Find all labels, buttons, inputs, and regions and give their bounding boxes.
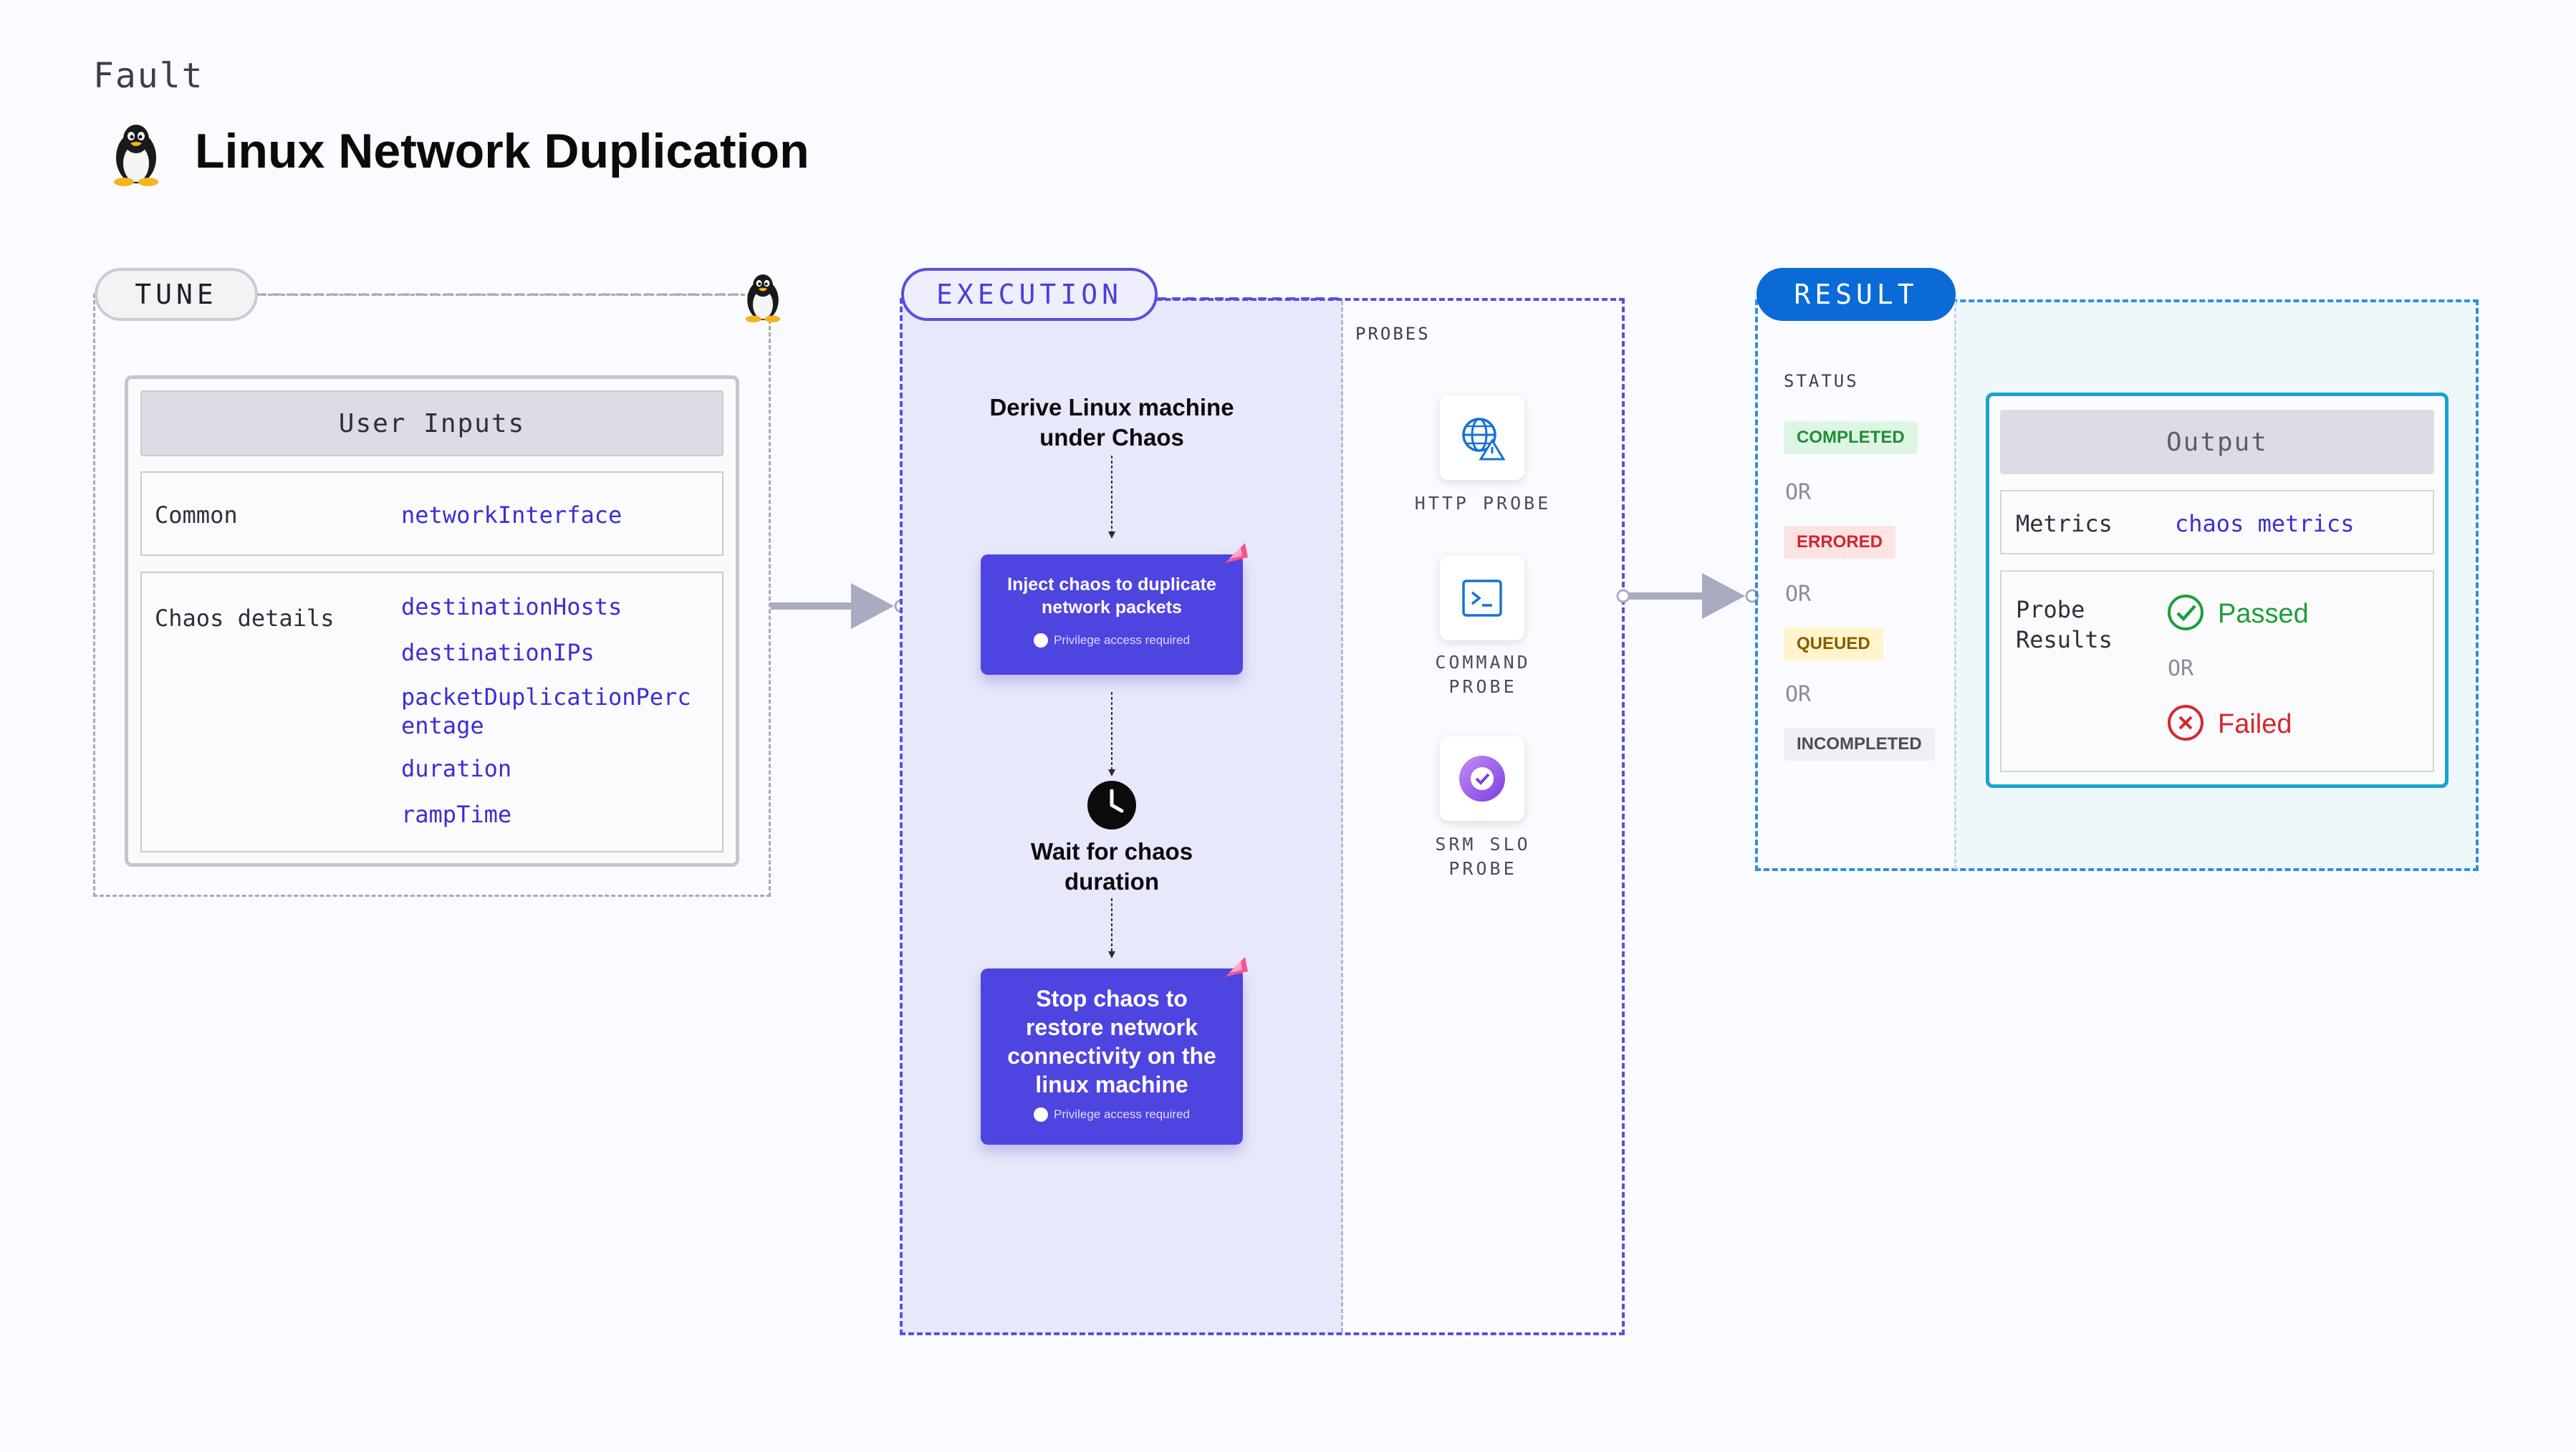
http-probe-label: HTTP PROBE <box>1390 491 1576 516</box>
linux-penguin-icon <box>104 120 168 188</box>
srm-slo-probe-label-line-2: PROBE <box>1448 858 1517 879</box>
globe-warning-icon <box>1440 395 1524 480</box>
status-errored-badge: ERRORED <box>1784 526 1896 559</box>
stop-chaos-card-line-2: restore network <box>1025 1014 1198 1040</box>
param-destination-ips: destinationIPs <box>401 639 595 666</box>
lock-icon <box>1034 1107 1049 1122</box>
fault-label: Fault <box>93 56 204 96</box>
inject-chaos-card-line-2: network packets <box>1042 597 1182 617</box>
probe-results-label-line-2: Results <box>2016 626 2113 653</box>
slo-check-icon <box>1440 736 1524 821</box>
status-label: STATUS <box>1784 371 1859 391</box>
command-probe-label-line-1: COMMAND <box>1435 652 1531 673</box>
or-label: OR <box>1785 682 1812 707</box>
tune-pill: TUNE <box>95 268 258 321</box>
stop-chaos-card-line-4: linux machine <box>1035 1072 1188 1097</box>
probes-label: PROBES <box>1355 324 1431 344</box>
execution-pill: EXECUTION <box>901 268 1158 321</box>
step-derive-machine: Derive Linux machine under Chaos <box>969 393 1255 453</box>
status-queued-badge: QUEUED <box>1784 628 1883 660</box>
output-header: Output <box>2000 410 2434 474</box>
chaos-details-label: Chaos details <box>155 605 335 632</box>
param-packet-duplication-percentage: packetDuplicationPerc <box>401 683 691 711</box>
arrow-execution-to-result <box>1616 573 1759 619</box>
chaos-badge-icon <box>1225 543 1248 563</box>
privilege-text: Privilege access required <box>1054 633 1190 647</box>
chaos-badge-icon <box>1225 957 1248 977</box>
http-probe-label-line-1: HTTP PROBE <box>1414 493 1552 514</box>
result-pill: RESULT <box>1756 268 1956 321</box>
probe-results-row: Probe Results Passed OR Failed <box>2000 570 2434 772</box>
status-completed-badge: COMPLETED <box>1784 421 1918 454</box>
result-section <box>1755 299 2479 871</box>
step-wait-chaos-line-1: Wait for chaos <box>1030 838 1193 865</box>
flow-connector <box>1108 456 1115 539</box>
step-wait-chaos: Wait for chaos duration <box>983 837 1241 897</box>
command-probe-label-line-2: PROBE <box>1448 676 1517 697</box>
inject-chaos-card: Inject chaos to duplicate network packet… <box>981 554 1243 675</box>
probe-results-label: Probe Results <box>2016 595 2113 655</box>
result-divider <box>1954 301 1956 870</box>
chaos-details-row: Chaos details destinationHosts destinati… <box>140 572 724 852</box>
linux-penguin-icon <box>738 265 788 330</box>
execution-pill-connector <box>1158 297 1344 300</box>
stop-chaos-card-line-3: connectivity on the <box>1007 1043 1216 1069</box>
or-label: OR <box>1785 480 1812 505</box>
command-probe-label: COMMAND PROBE <box>1390 650 1576 699</box>
param-ramp-time: rampTime <box>401 801 512 828</box>
srm-slo-probe-label-line-1: SRM SLO <box>1435 834 1531 855</box>
page-title: Linux Network Duplication <box>195 124 809 178</box>
privilege-text: Privilege access required <box>1054 1107 1190 1121</box>
status-incompleted-badge: INCOMPLETED <box>1784 728 1935 761</box>
param-duration: duration <box>401 755 512 782</box>
x-circle-icon <box>2168 705 2203 741</box>
privilege-note: Privilege access required <box>981 633 1243 648</box>
probe-results-label-line-1: Probe <box>2016 596 2085 623</box>
passed-label: Passed <box>2218 599 2309 629</box>
execution-divider <box>1341 301 1343 1332</box>
stop-chaos-card: Stop chaos to restore network connectivi… <box>981 968 1243 1145</box>
step-wait-chaos-line-2: duration <box>1064 868 1159 895</box>
terminal-icon <box>1440 556 1524 640</box>
srm-slo-probe-label: SRM SLO PROBE <box>1390 832 1576 881</box>
step-derive-machine-line-1: Derive Linux machine <box>989 394 1234 420</box>
param-destination-hosts: destinationHosts <box>401 593 623 620</box>
chaos-metrics-value: chaos metrics <box>2175 510 2355 537</box>
metrics-label: Metrics <box>2016 510 2113 537</box>
param-network-interface: networkInterface <box>401 501 623 529</box>
flow-connector <box>1108 898 1115 958</box>
stop-chaos-card-line-1: Stop chaos to <box>1036 986 1188 1011</box>
flow-connector <box>1108 692 1115 777</box>
common-label: Common <box>155 501 238 529</box>
inject-chaos-card-line-1: Inject chaos to duplicate <box>1007 574 1216 595</box>
failed-label: Failed <box>2218 709 2292 739</box>
lock-icon <box>1034 633 1049 648</box>
param-packet-duplication-percentage-cont: entage <box>401 712 484 739</box>
tune-pill-connector <box>258 293 738 296</box>
common-row: Common networkInterface <box>140 471 724 556</box>
clock-icon <box>1087 781 1136 830</box>
or-label: OR <box>1785 582 1812 607</box>
metrics-row: Metrics chaos metrics <box>2000 490 2434 554</box>
or-label: OR <box>2168 656 2194 681</box>
user-inputs-header: User Inputs <box>140 390 724 456</box>
arrow-tune-to-execution <box>771 583 908 629</box>
step-derive-machine-line-2: under Chaos <box>1039 424 1184 451</box>
check-circle-icon <box>2168 595 2203 630</box>
privilege-note: Privilege access required <box>981 1107 1243 1122</box>
